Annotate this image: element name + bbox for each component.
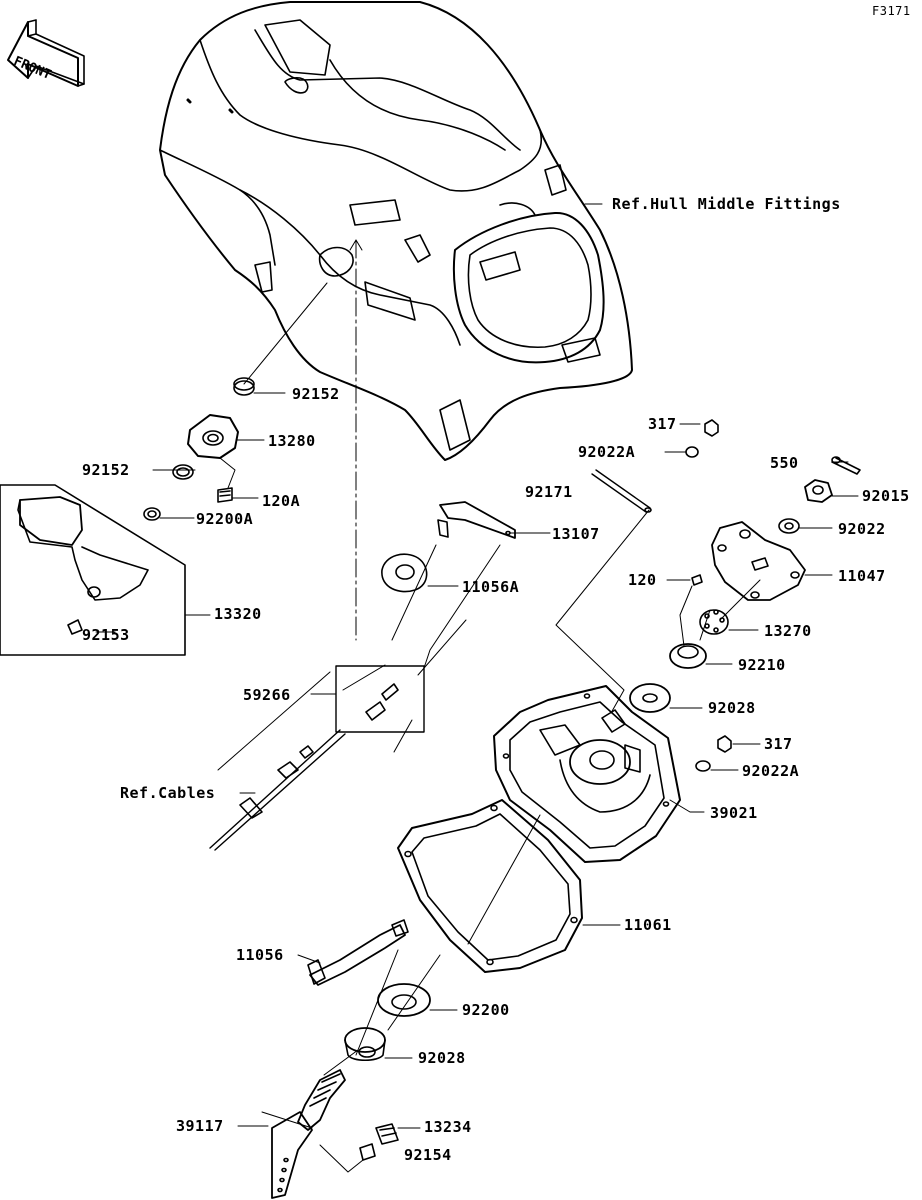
part-39117[interactable]: 39117 (176, 1117, 224, 1135)
part-317-mid[interactable]: 317 (764, 735, 793, 753)
part-13280[interactable]: 13280 (268, 432, 316, 450)
part-92152-left[interactable]: 92152 (82, 461, 130, 479)
bracket-11047-icon (711, 521, 806, 601)
hull-drawing (159, 1, 633, 461)
cable-icon (209, 729, 346, 851)
bolt-120-icon (691, 574, 703, 586)
part-550[interactable]: 550 (770, 454, 799, 472)
part-11056A[interactable]: 11056A (462, 578, 520, 596)
part-92200[interactable]: 92200 (462, 1001, 510, 1019)
part-11056[interactable]: 11056 (236, 946, 284, 964)
nut-317-mid-icon (717, 735, 732, 753)
washer-92028-top-icon (629, 683, 671, 713)
part-59266[interactable]: 59266 (243, 686, 291, 704)
ref-hull-label[interactable]: Ref.Hull Middle Fittings (612, 195, 841, 213)
part-11061[interactable]: 11061 (624, 916, 672, 934)
gasket-11061-icon (397, 799, 583, 973)
nut-317-top-icon (704, 419, 719, 437)
nut-92015-icon (804, 479, 833, 503)
part-13234[interactable]: 13234 (424, 1118, 472, 1136)
part-92154[interactable]: 92154 (404, 1146, 452, 1164)
front-arrow-icon (7, 19, 85, 87)
part-92022[interactable]: 92022 (838, 520, 886, 538)
part-39021[interactable]: 39021 (710, 804, 758, 822)
part-92152-top[interactable]: 92152 (292, 385, 340, 403)
washer-92022A-mid-icon (695, 760, 711, 772)
grommet-11056-icon (307, 919, 409, 986)
part-92028-bottom[interactable]: 92028 (418, 1049, 466, 1067)
part-92171[interactable]: 92171 (525, 483, 573, 501)
figure-code: F3171 (872, 4, 911, 18)
plate-13270-icon (699, 609, 729, 635)
washer-92022A-top-icon (685, 446, 699, 458)
part-92200A[interactable]: 92200A (196, 510, 254, 528)
bushing-92210-icon (669, 643, 707, 669)
screw-13234-icon (375, 1123, 399, 1145)
washer-92022-icon (778, 518, 800, 534)
pin-92171-icon (591, 469, 651, 513)
cover-13320-box (0, 484, 186, 656)
part-13320[interactable]: 13320 (214, 605, 262, 623)
part-120[interactable]: 120 (628, 571, 657, 589)
part-92022A-mid[interactable]: 92022A (742, 762, 800, 780)
grommet-top-icon (233, 282, 328, 396)
part-92015[interactable]: 92015 (862, 487, 910, 505)
part-13107[interactable]: 13107 (552, 525, 600, 543)
part-13270[interactable]: 13270 (764, 622, 812, 640)
washer-92200-icon (377, 983, 431, 1017)
part-92028-top[interactable]: 92028 (708, 699, 756, 717)
grommet-11056A-icon (381, 553, 428, 593)
washer-92200A-icon (143, 507, 161, 521)
part-92210[interactable]: 92210 (738, 656, 786, 674)
cotter-pin-550-icon (831, 456, 861, 475)
washer-92028-bottom-icon (344, 1027, 386, 1062)
part-120A[interactable]: 120A (262, 492, 301, 510)
part-317-top[interactable]: 317 (648, 415, 677, 433)
bolt-92154-icon (359, 1143, 376, 1161)
housing-39021-icon (493, 685, 681, 863)
shaft-39117-icon (271, 1069, 346, 1199)
part-92022A-top[interactable]: 92022A (578, 443, 636, 461)
lever-13107-icon (437, 501, 516, 539)
bolt-120A-icon (217, 487, 233, 503)
leader-lines (95, 203, 859, 1173)
ref-cables-label[interactable]: Ref.Cables (120, 784, 216, 802)
bracket-13280-icon (187, 414, 239, 489)
grommet-left-icon (172, 464, 194, 480)
joint-59266-icon (335, 665, 425, 733)
connector-lines (217, 544, 761, 1129)
part-11047[interactable]: 11047 (838, 567, 886, 585)
part-92153[interactable]: 92153 (82, 626, 130, 644)
